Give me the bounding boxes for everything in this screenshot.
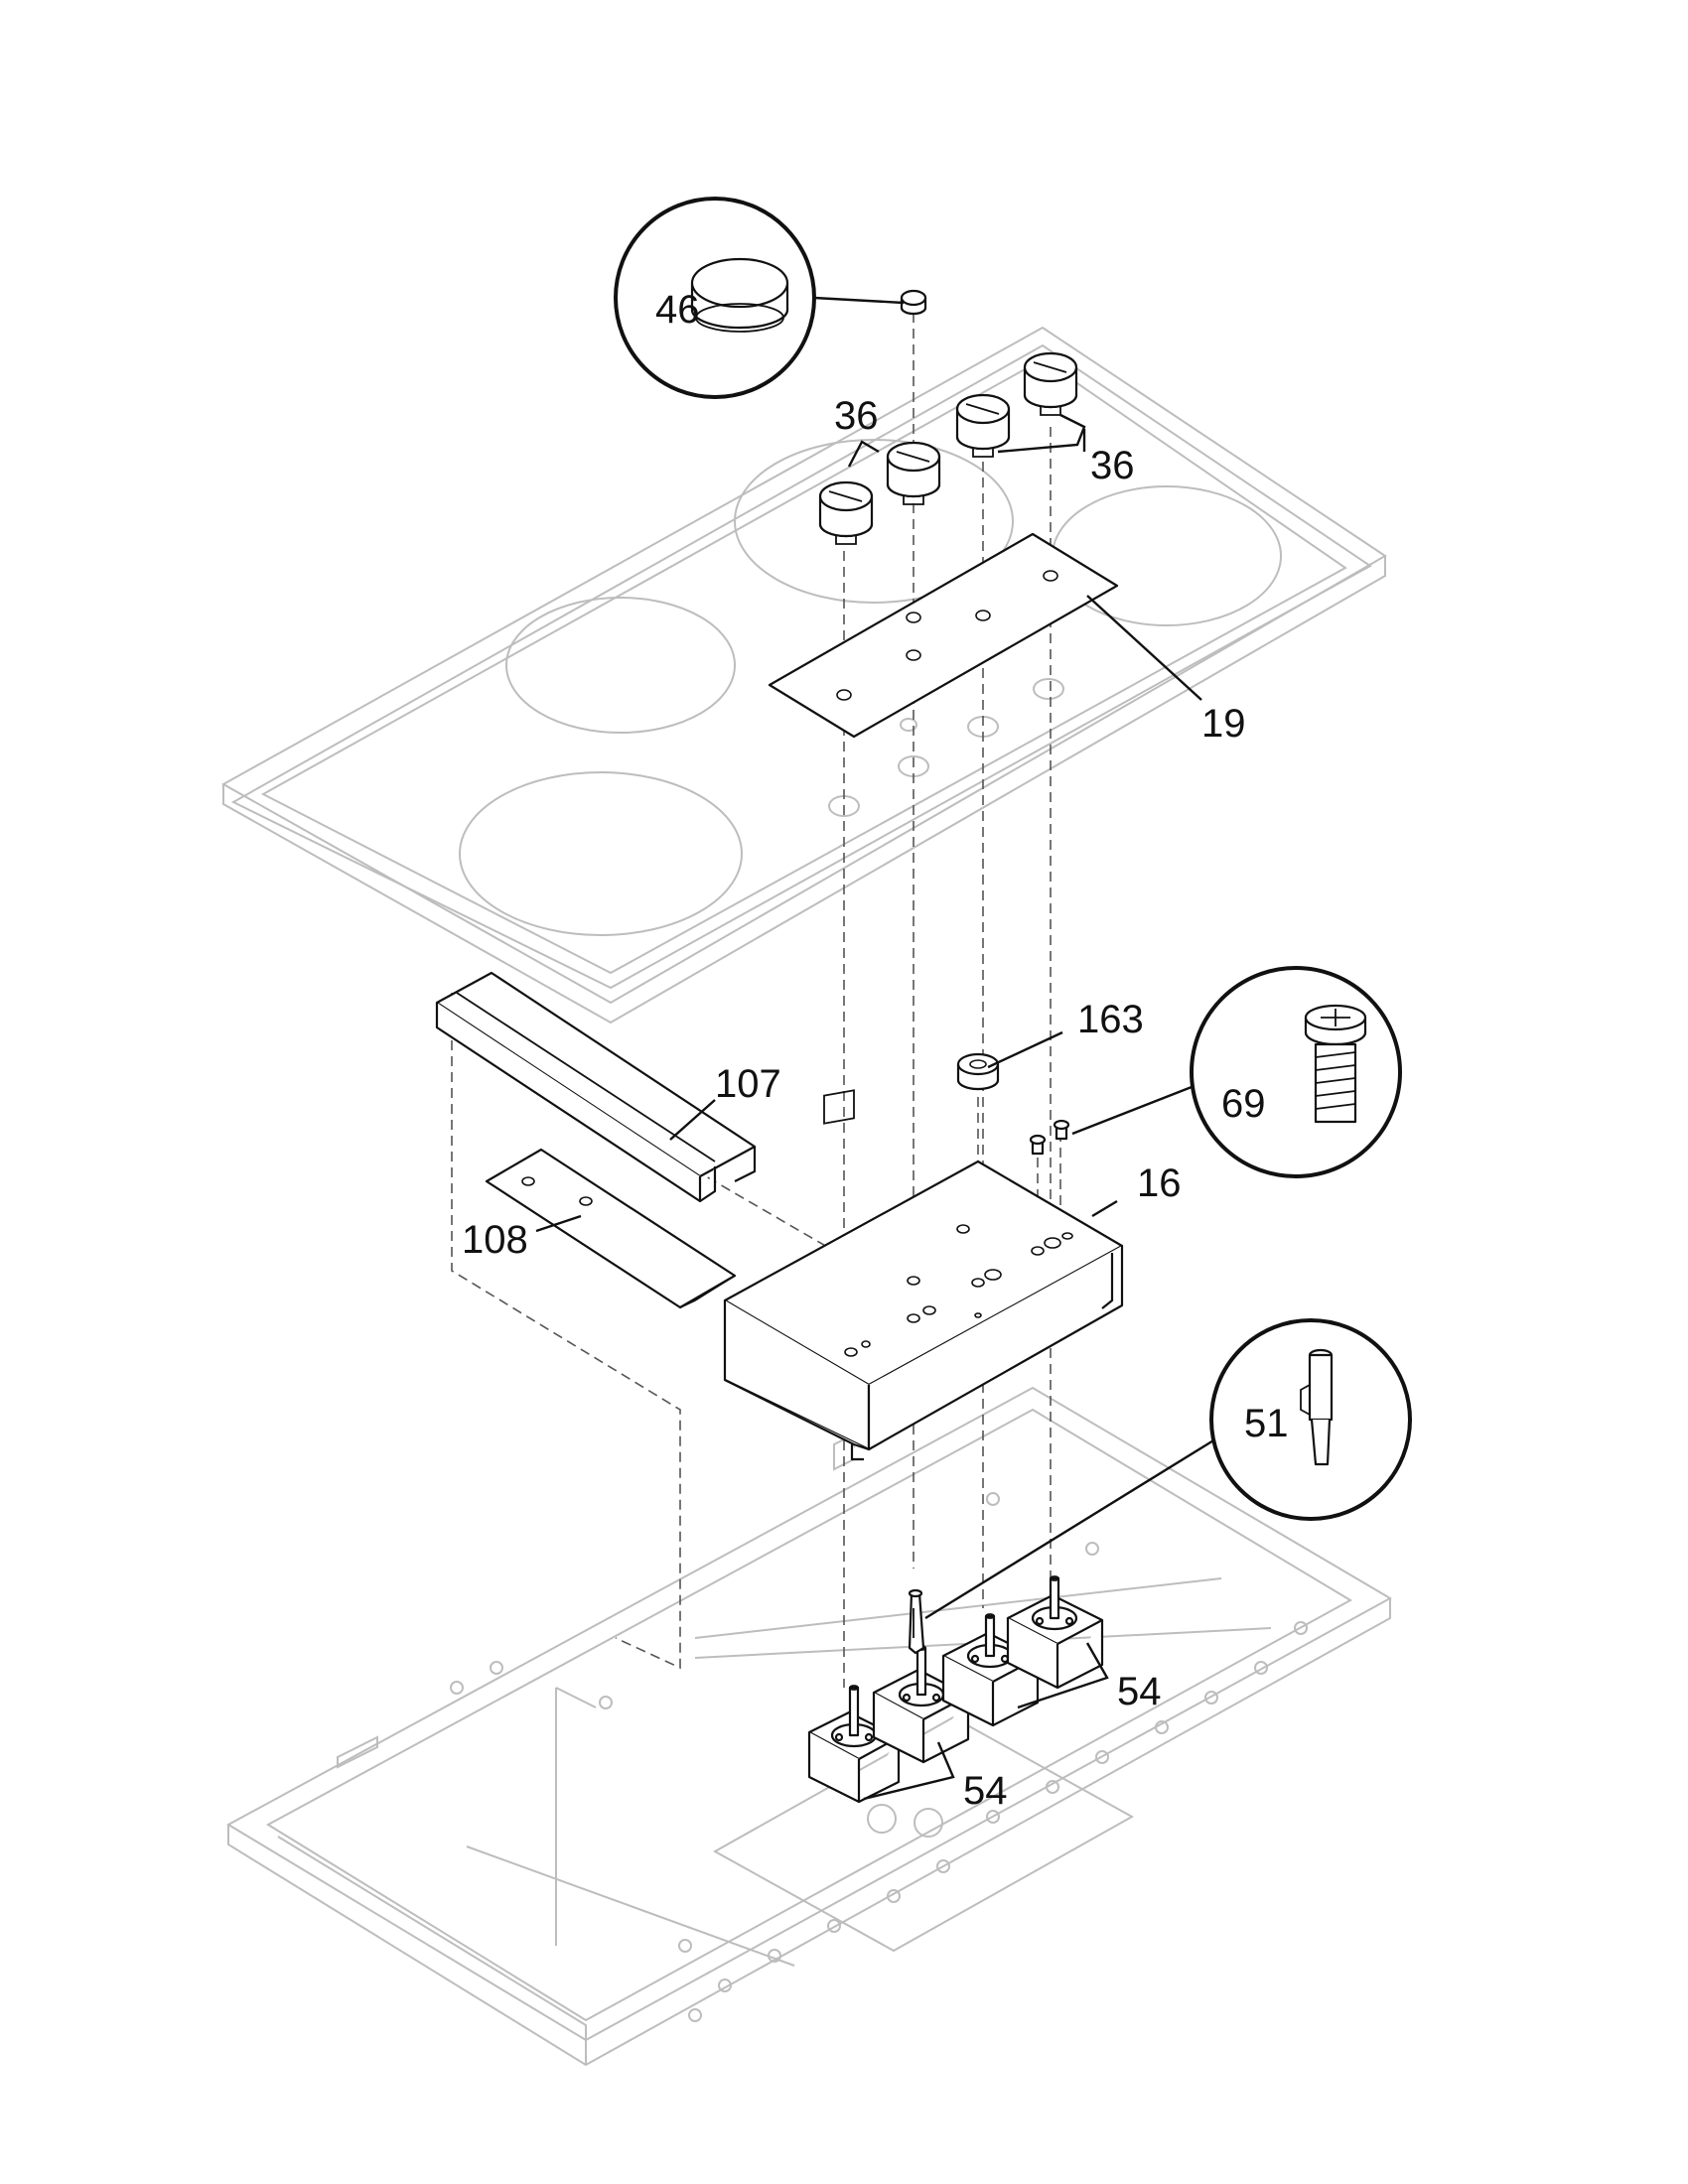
knob-1	[818, 480, 874, 545]
callout-19: 19	[1201, 702, 1246, 746]
cooktop-glass-top	[220, 326, 1387, 1024]
callout-54-lower: 54	[963, 1769, 1008, 1813]
switch-3	[941, 1613, 1040, 1727]
burner-rear-left	[734, 439, 1014, 604]
burner-front-left	[505, 597, 736, 734]
indicator-light-51	[908, 1588, 925, 1655]
screws-69	[1029, 1119, 1070, 1156]
callout-36-right: 36	[1090, 444, 1135, 487]
control-knobs	[818, 351, 1078, 545]
callout-46: 46	[655, 288, 700, 332]
switch-4	[1006, 1575, 1104, 1690]
spacer-163	[956, 1052, 1000, 1091]
callout-108: 108	[462, 1218, 528, 1262]
bracket-107	[435, 971, 757, 1203]
infinite-switches	[807, 1575, 1104, 1804]
knob-4	[1023, 351, 1078, 416]
control-box-bracket	[723, 1089, 1124, 1461]
callout-107: 107	[715, 1062, 781, 1106]
switch-2	[872, 1645, 970, 1764]
knob-2	[886, 441, 941, 505]
callout-16: 16	[1137, 1161, 1182, 1205]
detail-bubble-51	[1209, 1318, 1412, 1521]
switch-1	[807, 1685, 901, 1804]
plug-button-small	[900, 289, 927, 316]
callout-69: 69	[1221, 1082, 1266, 1126]
callout-36-left: 36	[834, 394, 879, 438]
callout-51: 51	[1244, 1402, 1289, 1445]
detail-bubble-46	[614, 197, 816, 399]
control-panel-plate	[768, 532, 1119, 739]
burner-rear-right	[1052, 485, 1282, 626]
cooktop-bottom-pan	[225, 1386, 1393, 2067]
detail-bubble-69	[1190, 966, 1402, 1178]
callout-labels: 46 36 36 19 163 69 107 108 16 51 54 54	[462, 288, 1289, 1813]
callout-54-upper: 54	[1117, 1670, 1162, 1713]
burner-front-right	[459, 771, 743, 936]
knob-3	[955, 393, 1011, 458]
bracket-108	[485, 1148, 737, 1309]
leader-lines	[535, 296, 1232, 1801]
callout-163: 163	[1077, 998, 1144, 1041]
